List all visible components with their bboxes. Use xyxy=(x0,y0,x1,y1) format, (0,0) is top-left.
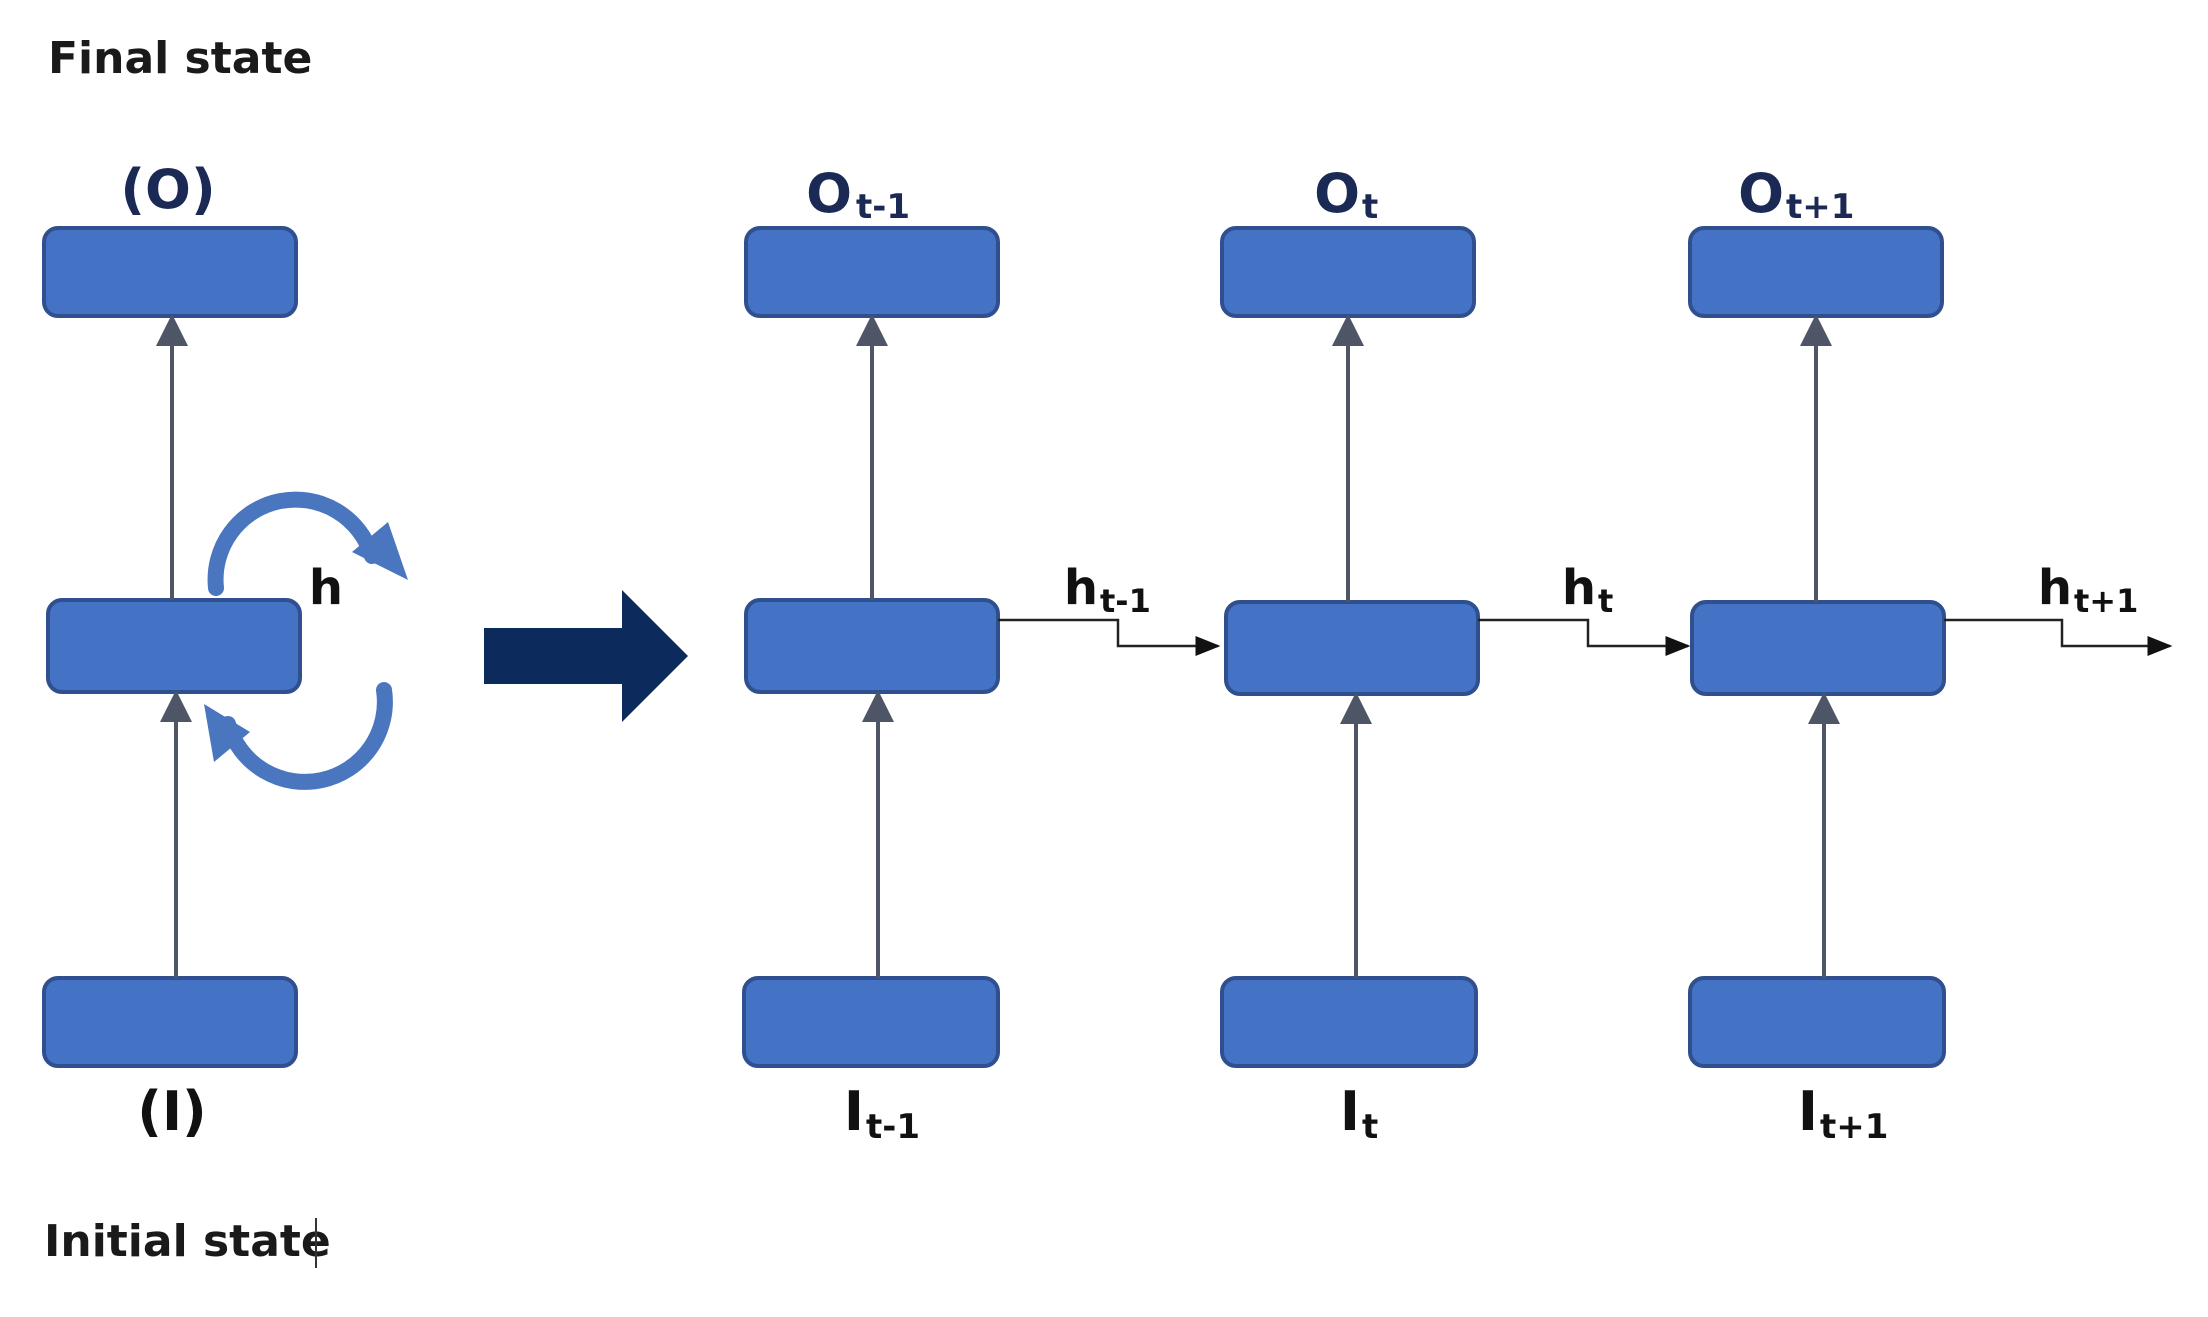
output-label-tminus1: O xyxy=(806,162,852,225)
hidden-label-tminus1: h xyxy=(1064,560,1098,616)
folded-input-box xyxy=(42,976,298,1068)
initial-state-label: Initial state xyxy=(44,1216,331,1267)
input-label-tplus1: I xyxy=(1798,1080,1818,1143)
folded-output-label: (O) xyxy=(120,158,215,221)
final-state-label: Final state xyxy=(48,33,312,84)
output-sub-t: t xyxy=(1362,187,1378,227)
hidden-box-t xyxy=(1224,600,1480,696)
hidden-sub-tplus1: t+1 xyxy=(2074,582,2138,620)
folded-output-box xyxy=(42,226,298,318)
output-sub-tplus1: t+1 xyxy=(1786,187,1854,227)
hidden-connection-tplus1-out xyxy=(1944,618,2173,656)
hidden-box-tplus1 xyxy=(1690,600,1946,696)
input-label-tminus1: I xyxy=(844,1080,864,1143)
hidden-label-tplus1: h xyxy=(2038,560,2072,616)
input-box-tplus1 xyxy=(1688,976,1946,1068)
output-box-t xyxy=(1220,226,1476,318)
recurrent-loop-icon xyxy=(204,491,408,790)
output-label-tplus1: O xyxy=(1738,162,1784,225)
input-label-t: I xyxy=(1340,1080,1360,1143)
hidden-connection-tminus1-to-t xyxy=(998,618,1221,656)
output-sub-tminus1: t-1 xyxy=(856,187,910,227)
input-box-tminus1 xyxy=(742,976,1000,1068)
hidden-box-tminus1 xyxy=(744,598,1000,694)
input-sub-t: t xyxy=(1362,1107,1378,1147)
hidden-label-t: h xyxy=(1562,560,1596,616)
hidden-sub-t: t xyxy=(1598,582,1613,620)
output-box-tplus1 xyxy=(1688,226,1944,318)
output-box-tminus1 xyxy=(744,226,1000,318)
hidden-connection-t-to-tplus1 xyxy=(1478,618,1691,656)
input-box-t xyxy=(1220,976,1478,1068)
input-sub-tminus1: t-1 xyxy=(866,1107,920,1147)
folded-hidden-label: h xyxy=(309,560,343,616)
output-label-t: O xyxy=(1314,162,1360,225)
input-sub-tplus1: t+1 xyxy=(1820,1107,1888,1147)
folded-hidden-box xyxy=(46,598,302,694)
hidden-sub-tminus1: t-1 xyxy=(1100,582,1151,620)
folded-input-label: (I) xyxy=(137,1080,206,1143)
unfold-arrow-icon xyxy=(484,590,688,722)
